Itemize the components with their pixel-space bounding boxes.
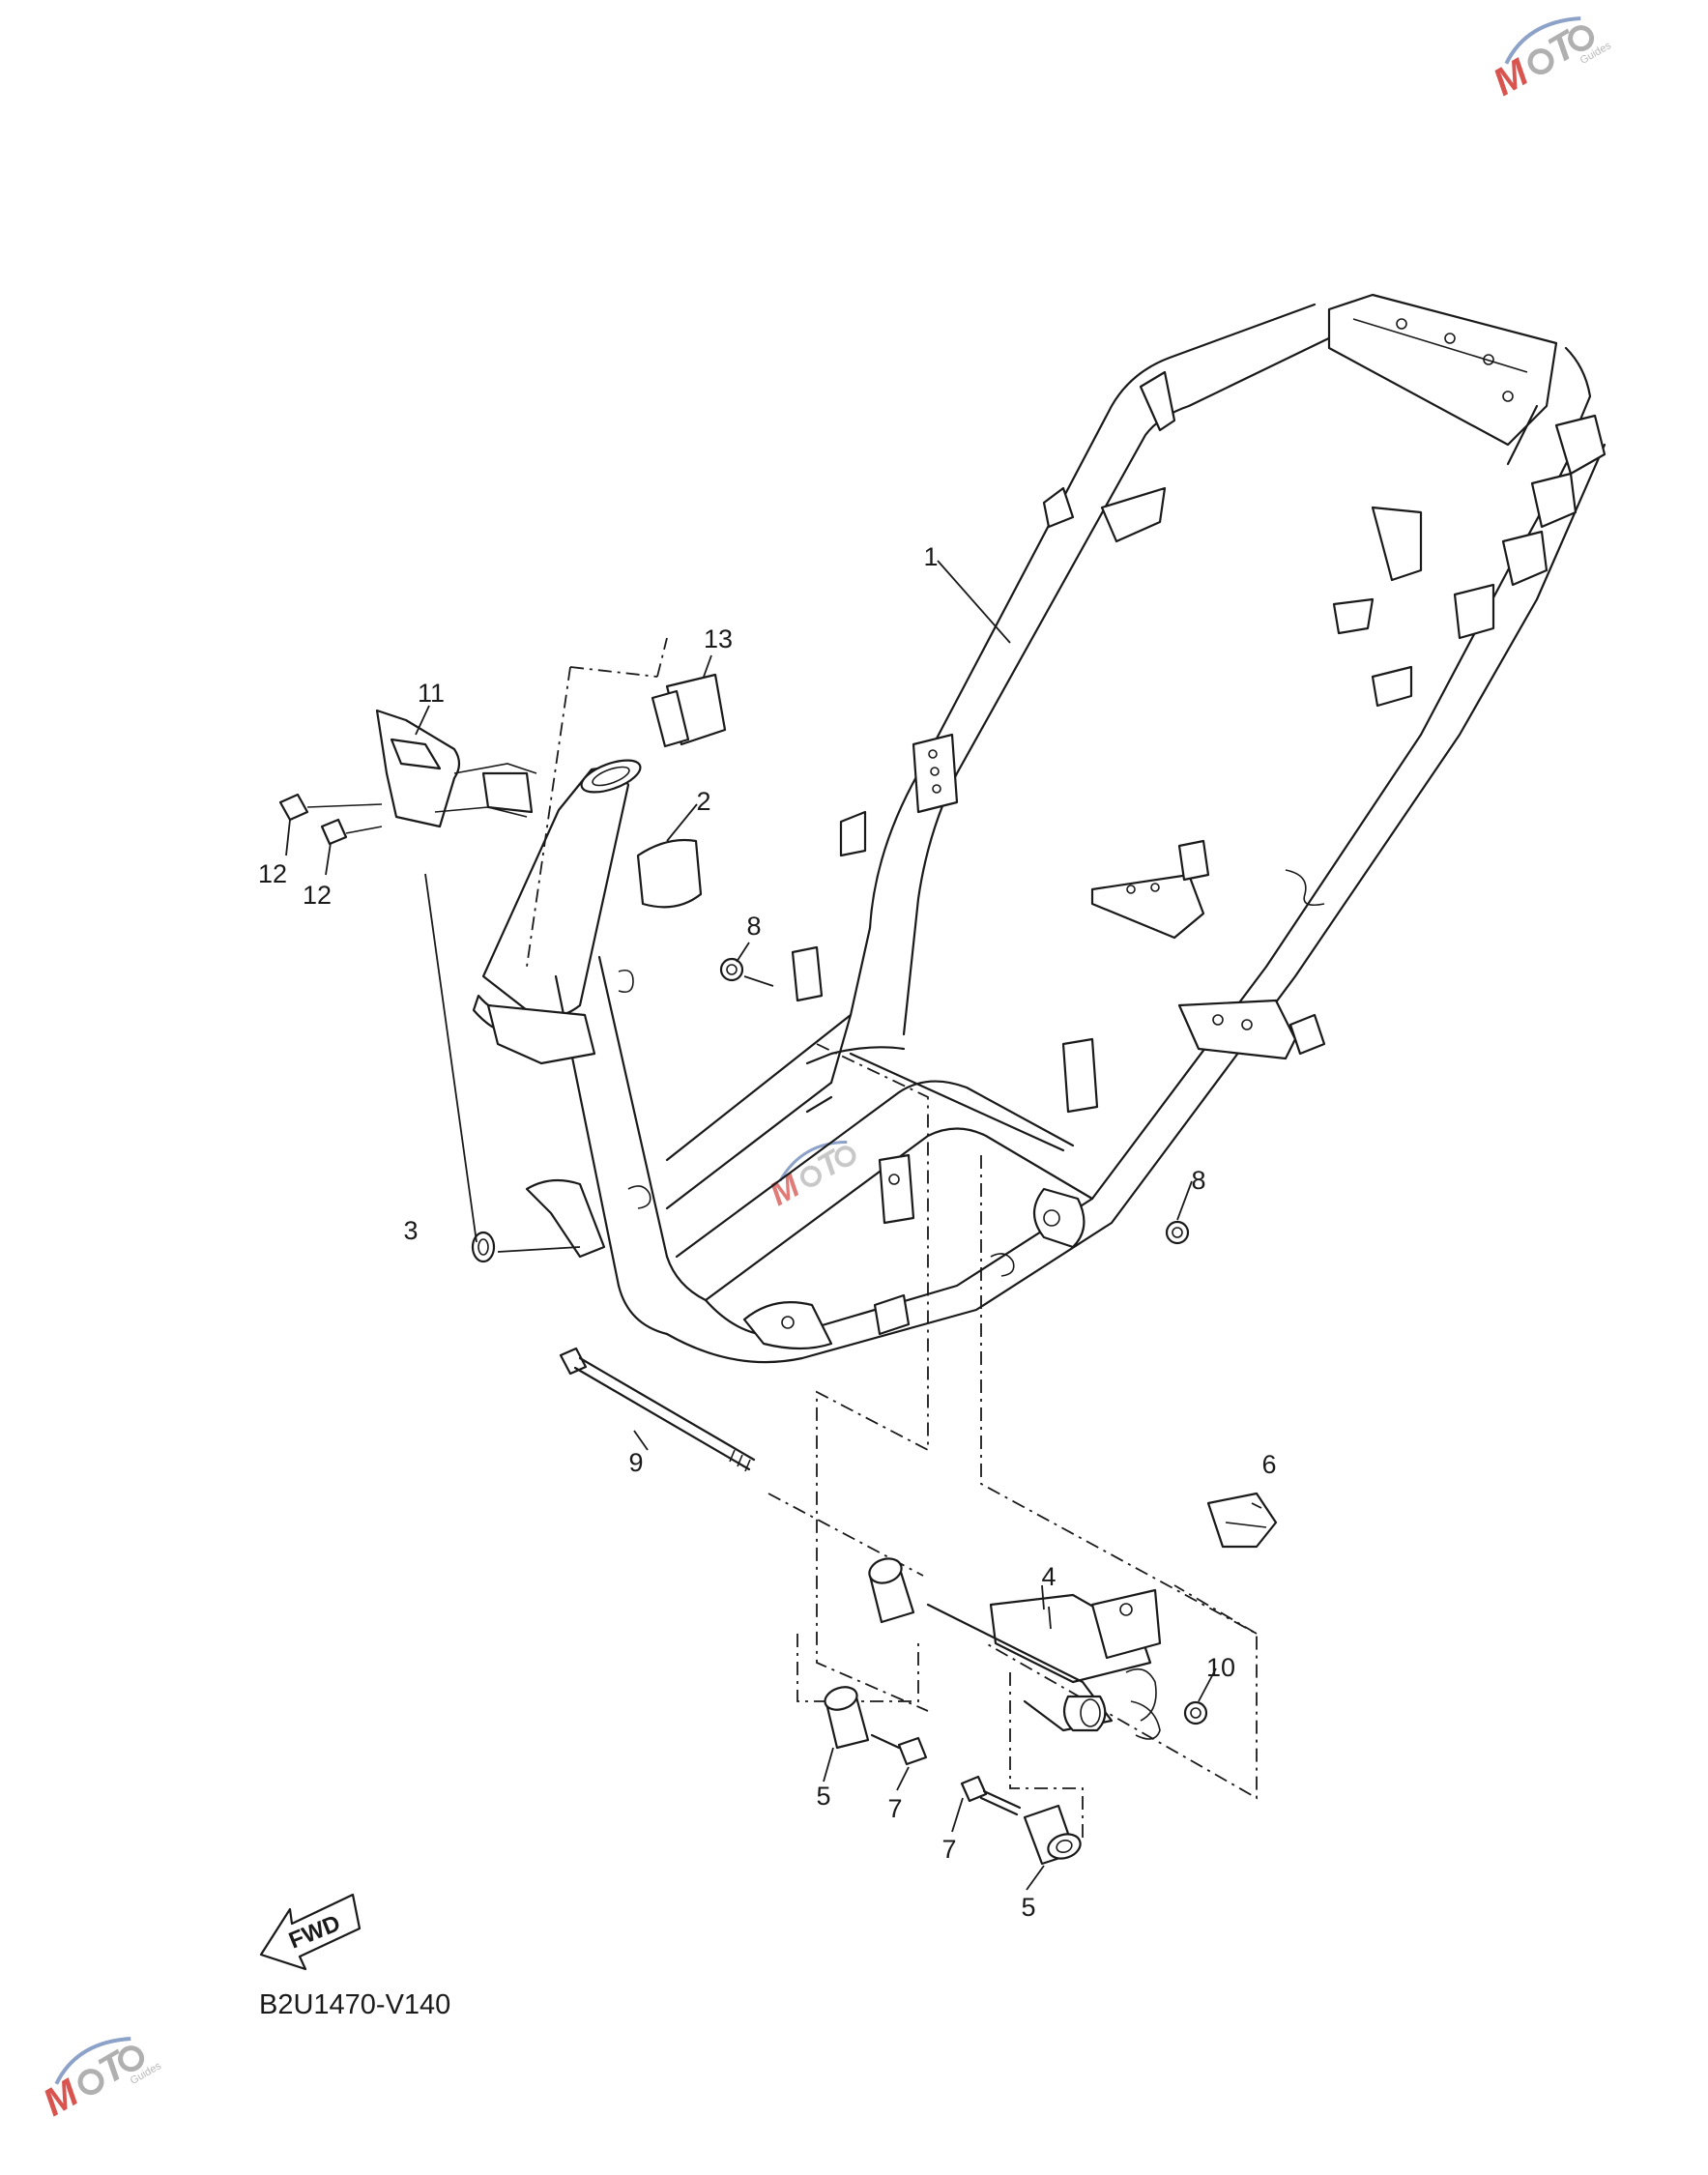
callout-3: 3: [403, 1216, 418, 1245]
bushing-upper: [868, 1557, 915, 1624]
fwd-arrow-icon: FWD: [259, 1893, 362, 1971]
callout-4: 4: [1041, 1562, 1056, 1591]
callout-11: 11: [418, 679, 445, 708]
callout-5b: 5: [1021, 1893, 1035, 1922]
diagram-code: B2U1470-V140: [259, 1989, 450, 2020]
part-12-bolt-upper: [278, 793, 383, 822]
svg-text:Guides: Guides: [1578, 40, 1614, 67]
part-11-bracket: [375, 709, 537, 828]
watermark-bottom-left: M T Guides: [37, 2037, 164, 2125]
part-7-bolt-left: [870, 1733, 928, 1766]
main-frame: [472, 293, 1607, 1364]
part-9-long-bolt: [559, 1347, 756, 1472]
part-5-bushing-right: [1023, 1804, 1082, 1866]
svg-text:Guides: Guides: [129, 2060, 164, 2087]
callout-12a: 12: [258, 859, 287, 888]
callout-7b: 7: [941, 1835, 956, 1864]
part-3-grommet: [471, 1231, 581, 1263]
callout-1: 1: [923, 542, 938, 571]
watermark-center: M T: [764, 1140, 856, 1213]
callout-2: 2: [696, 787, 710, 816]
part-10-nut: [1183, 1700, 1208, 1726]
callout-12b: 12: [303, 881, 332, 910]
part-5-bushing-left: [824, 1686, 870, 1750]
callout-5a: 5: [816, 1782, 830, 1811]
part-7-bolt-right: [960, 1775, 1022, 1816]
callout-7a: 7: [887, 1794, 902, 1823]
part-8-nut-right: [1165, 1220, 1190, 1245]
leader-lines: [285, 560, 1262, 1891]
callout-10: 10: [1206, 1653, 1235, 1682]
callout-13: 13: [704, 624, 733, 653]
reference-lines: [526, 637, 1258, 1842]
callout-8a: 8: [746, 912, 761, 941]
part-2-plate: [636, 838, 703, 909]
part-12-bolt-lower: [320, 818, 383, 846]
part-8-nut-left: [719, 957, 774, 987]
part-4-engine-bracket: [926, 1588, 1162, 1740]
watermark-top-right: M T Guides: [1487, 16, 1614, 104]
callouts: 1 2 3 4 5 5 6 7 7 8 8 9 10 11 12 12 13: [258, 542, 1277, 1922]
callout-6: 6: [1261, 1450, 1276, 1479]
part-13-cap: [651, 673, 727, 748]
part-6-damper: [1206, 1492, 1278, 1549]
callout-8b: 8: [1191, 1166, 1205, 1195]
svg-text:M: M: [764, 1168, 806, 1213]
callout-9: 9: [628, 1448, 643, 1477]
